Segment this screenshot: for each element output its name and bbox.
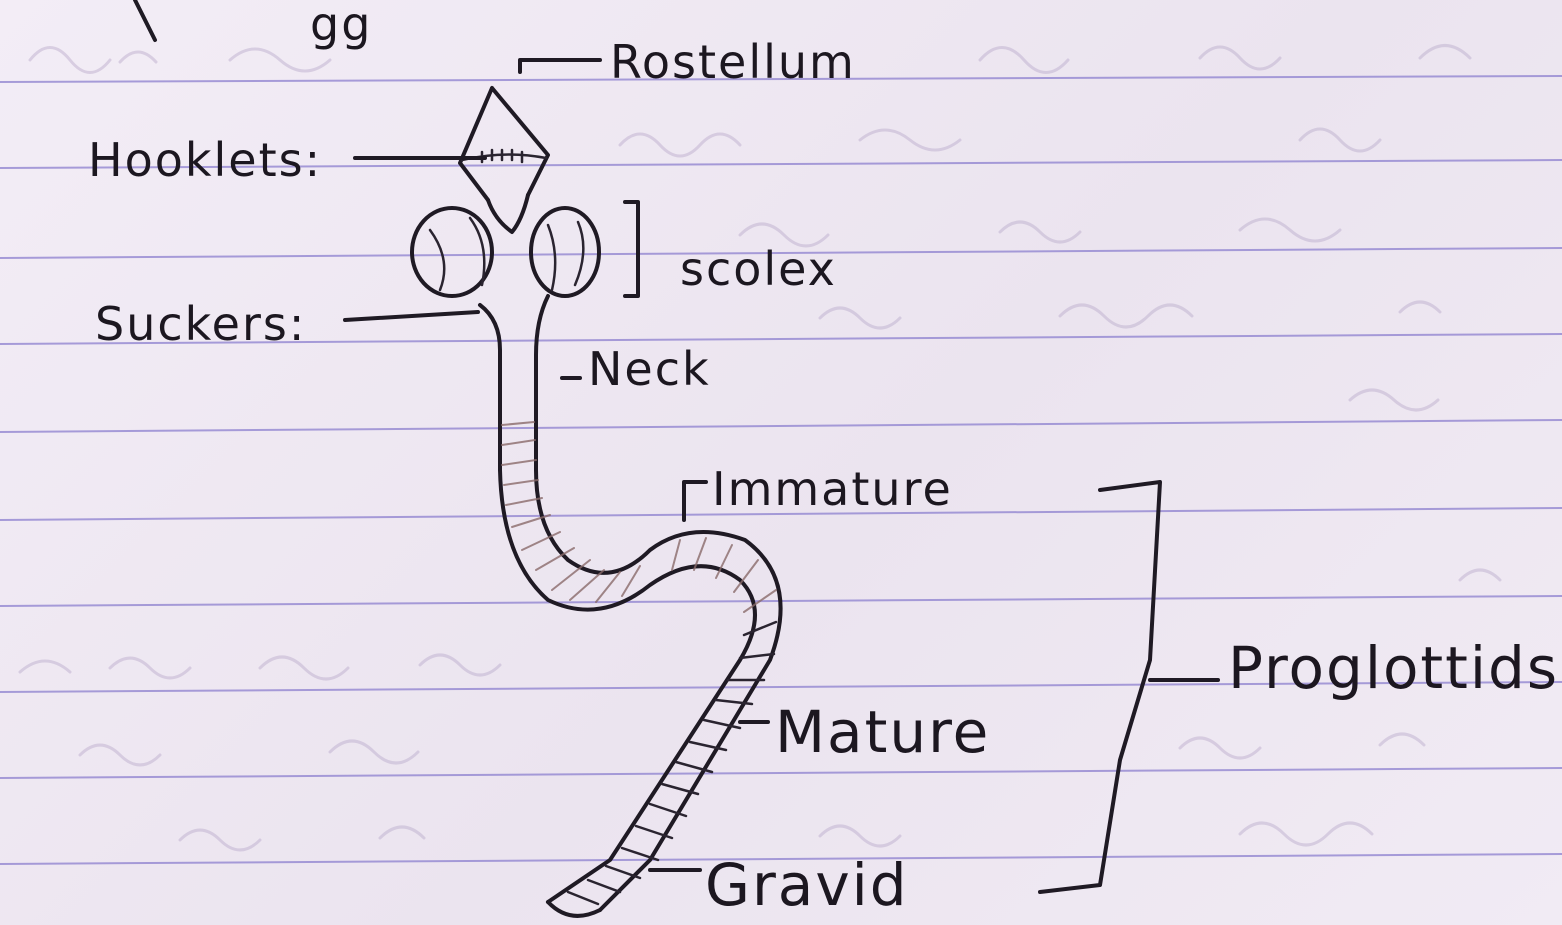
strobila-body bbox=[500, 470, 781, 916]
label-rostellum: Rostellum bbox=[610, 35, 856, 89]
label-mature: Mature bbox=[775, 698, 990, 766]
label-scolex: scolex bbox=[680, 242, 837, 296]
page-fragment-text: gg bbox=[310, 0, 372, 51]
label-suckers: Suckers: bbox=[95, 297, 306, 351]
page-fragment-stroke bbox=[135, 0, 155, 40]
sucker-left-icon bbox=[430, 230, 444, 290]
label-proglottids: Proglottids bbox=[1228, 634, 1559, 702]
label-neck: Neck bbox=[588, 342, 711, 396]
label-immature: Immature bbox=[712, 462, 953, 516]
label-hooklets: Hooklets: bbox=[88, 133, 322, 187]
label-gravid: Gravid bbox=[705, 851, 909, 919]
proglottids-bracket bbox=[1040, 482, 1160, 892]
suckers-pointer bbox=[345, 312, 478, 320]
scolex-bracket bbox=[625, 202, 638, 296]
rostellum-pointer bbox=[520, 60, 600, 72]
rostellum-shape bbox=[460, 88, 548, 200]
